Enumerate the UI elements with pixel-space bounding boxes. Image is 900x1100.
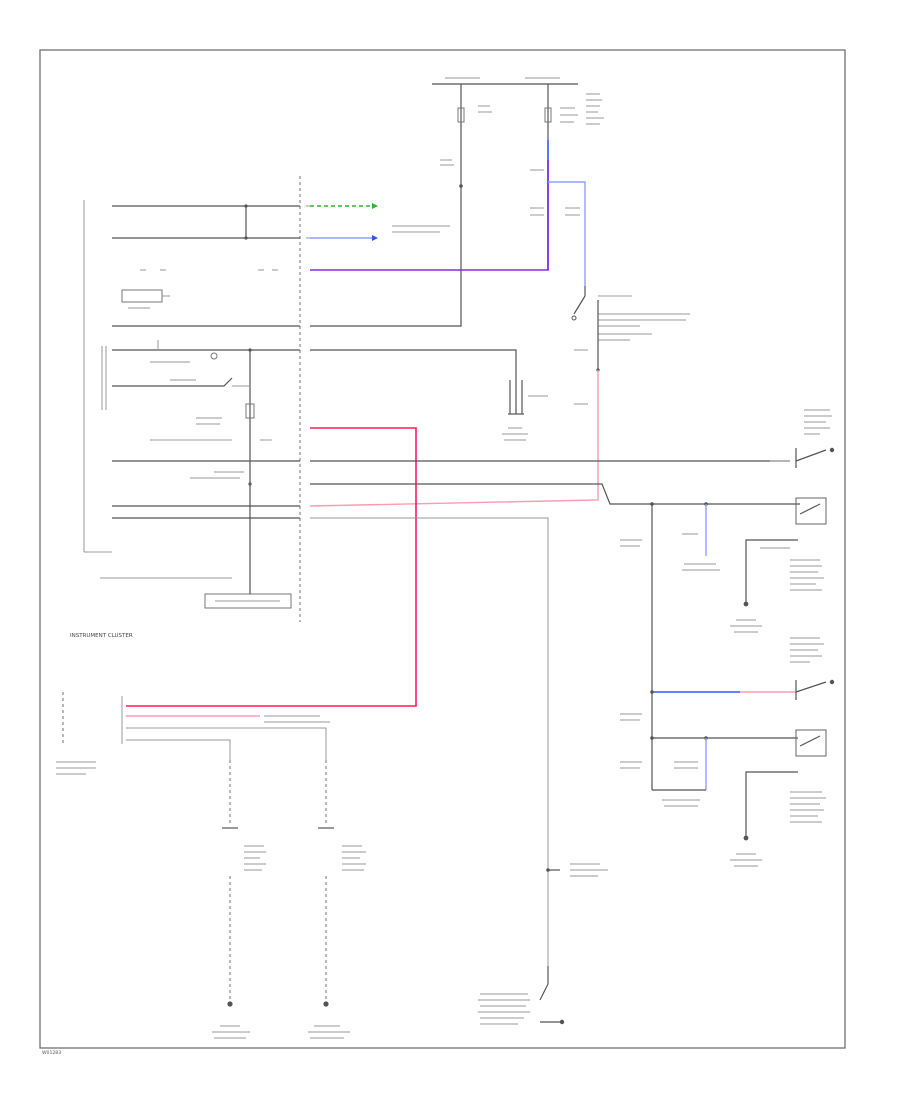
brake-fluid-switch bbox=[502, 380, 548, 441]
door-switch-rear-left bbox=[730, 497, 827, 633]
cluster-connector-box bbox=[204, 593, 292, 609]
parking-brake-switch bbox=[571, 286, 690, 405]
cluster-pins bbox=[306, 203, 450, 241]
door-junctions bbox=[620, 502, 720, 692]
transmission-switch bbox=[478, 863, 608, 1025]
door-wires bbox=[310, 460, 800, 966]
feed-wires bbox=[310, 140, 586, 327]
wheel-speed-sensor-right bbox=[308, 760, 366, 1039]
instrument-cluster: INSTRUMENT CLUSTER bbox=[70, 176, 301, 639]
door-switch-front-left bbox=[795, 409, 835, 468]
instrument-cluster-label: INSTRUMENT CLUSTER bbox=[70, 633, 133, 639]
red-abs-wire bbox=[126, 427, 417, 707]
door-switch-rear-right bbox=[620, 692, 827, 867]
diagram-frame bbox=[39, 49, 846, 1049]
abs-control-module bbox=[56, 692, 330, 775]
door-switch-front-right bbox=[650, 637, 835, 700]
pink-feed-wire bbox=[309, 370, 599, 507]
wheel-speed-sensor-left bbox=[212, 760, 266, 1039]
sensor-wire bbox=[310, 349, 517, 414]
diagram-id-stamp: W01283 bbox=[42, 1050, 61, 1056]
fuse-block bbox=[432, 77, 604, 188]
